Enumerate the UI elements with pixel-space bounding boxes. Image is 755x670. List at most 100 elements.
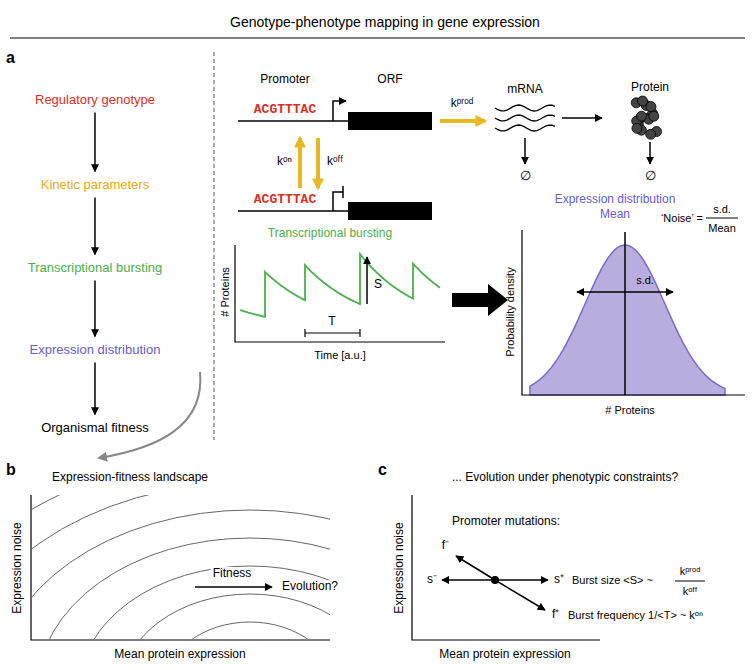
burst-formula: Burst size <S> ~ xyxy=(572,574,653,587)
rate-label: kᵖʳᵒᵈ xyxy=(451,97,473,111)
burst-formula: kᵒᶠᶠ xyxy=(683,585,698,598)
contour-line xyxy=(32,495,330,639)
fraction-bar xyxy=(706,218,738,219)
translation-arrow xyxy=(562,117,602,119)
kon-arrow xyxy=(298,138,302,188)
leader-arrow xyxy=(99,372,200,458)
level-label: Organismal fitness xyxy=(41,421,149,436)
mrna-strand xyxy=(495,115,555,121)
contour-line xyxy=(163,622,330,639)
fraction-bar xyxy=(675,581,705,582)
level-node: Organismal fitness xyxy=(37,419,153,438)
rate-label: kᵒⁿ xyxy=(277,155,292,169)
protein-blob xyxy=(649,111,659,121)
sd-label: s.d. xyxy=(636,274,654,287)
flow-arrow xyxy=(94,280,96,336)
protein-blob xyxy=(646,129,656,139)
protein-blob xyxy=(637,111,647,121)
noise-formula: ‘Noise’ = xyxy=(661,212,703,225)
flow-arrow xyxy=(94,112,96,171)
noise-formula: s.d. xyxy=(713,203,731,216)
protein-blob xyxy=(638,96,648,106)
protein-icon xyxy=(631,96,661,139)
panel-title: Expression-fitness landscape xyxy=(52,471,208,485)
figure-title: Genotype-phenotype mapping in gene expre… xyxy=(230,14,540,30)
decay-arrow xyxy=(649,142,651,164)
burst-period-label: T xyxy=(328,315,335,329)
panel-letter: a xyxy=(6,49,15,67)
axis-label: # Proteins xyxy=(605,404,655,417)
flow-arrow xyxy=(94,362,96,414)
axis-label: # Proteins xyxy=(219,267,232,317)
level-label: Transcriptional bursting xyxy=(28,261,163,276)
axis-label: Expression noise xyxy=(11,522,25,613)
level-label: Expression distribution xyxy=(30,343,161,358)
orf-box xyxy=(348,112,432,130)
fitness-contours xyxy=(32,495,330,639)
level-node: Regulatory genotype xyxy=(31,91,159,110)
big-arrow xyxy=(452,284,508,316)
protein-blob xyxy=(632,123,642,133)
plot-title: Expression distribution xyxy=(555,193,676,207)
plot-axes xyxy=(31,495,330,640)
period-bracket xyxy=(305,329,360,337)
contour-line xyxy=(121,594,330,639)
contour-line xyxy=(79,566,330,639)
mean-label: Mean xyxy=(600,208,630,222)
contour-line xyxy=(37,538,330,639)
mutation-arrow xyxy=(495,579,548,581)
rate-label: kᵒᶠᶠ xyxy=(327,155,343,169)
burst-trace xyxy=(240,254,440,317)
mutation-arrow xyxy=(495,580,545,610)
axis-label: Time [a.u.] xyxy=(314,349,366,362)
molecule-label: mRNA xyxy=(507,83,542,97)
plot-title: Transcriptional bursting xyxy=(268,227,392,241)
note-text: Promoter mutations: xyxy=(452,515,560,529)
region-label: Promoter xyxy=(260,73,309,87)
promoter-arrow xyxy=(333,101,346,121)
panel-title: ... Evolution under phenotypic constrain… xyxy=(452,471,678,485)
level-label: Kinetic parameters xyxy=(41,178,149,193)
mutation-label: f⁻ xyxy=(442,539,449,553)
mrna-strand xyxy=(495,105,555,111)
molecule-label: Protein xyxy=(631,81,669,95)
mutation-label: s⁺ xyxy=(554,573,564,587)
title-rule xyxy=(10,38,745,39)
mutation-arrow xyxy=(442,579,495,581)
level-node: Transcriptional bursting xyxy=(24,259,167,278)
mrna-strand xyxy=(495,125,555,131)
burst-formula: Burst frequency 1/<T> ~ kᵒⁿ xyxy=(568,609,703,622)
koff-arrow xyxy=(316,138,320,188)
kprod-arrow xyxy=(440,119,485,123)
fitness-arrow xyxy=(195,586,272,588)
size-arrow xyxy=(366,257,368,304)
sd-arrow xyxy=(577,291,673,293)
mutation-label: f⁺ xyxy=(552,608,559,622)
divider xyxy=(214,52,215,440)
dna-line xyxy=(238,120,348,122)
axis-label: Mean protein expression xyxy=(114,648,245,662)
promoter-sequence: ACGTTTAC xyxy=(254,193,316,208)
evolution-label: Evolution? xyxy=(280,580,340,594)
level-node: Expression distribution xyxy=(26,341,165,360)
decay-symbol: ∅ xyxy=(645,169,656,184)
contour-line xyxy=(32,495,330,639)
burst-size-label: S xyxy=(374,278,382,292)
plot-axes xyxy=(522,230,745,395)
level-label: Regulatory genotype xyxy=(35,93,155,108)
origin-dot xyxy=(491,576,499,584)
mean-line xyxy=(624,232,626,395)
decay-arrow xyxy=(524,138,526,164)
fitness-label: Fitness xyxy=(211,567,254,581)
axis-label: Expression noise xyxy=(393,522,407,613)
contour-line xyxy=(32,510,330,639)
orf-box xyxy=(348,202,432,220)
noise-formula: Mean xyxy=(708,222,736,235)
distribution-area xyxy=(530,245,725,395)
promoter-sequence: ACGTTTAC xyxy=(254,103,316,118)
axis-label: Mean protein expression xyxy=(439,648,570,662)
mrna-icon xyxy=(495,105,555,131)
panel-letter: b xyxy=(6,461,16,479)
plot-axes xyxy=(235,245,445,342)
decay-symbol: ∅ xyxy=(520,169,531,184)
